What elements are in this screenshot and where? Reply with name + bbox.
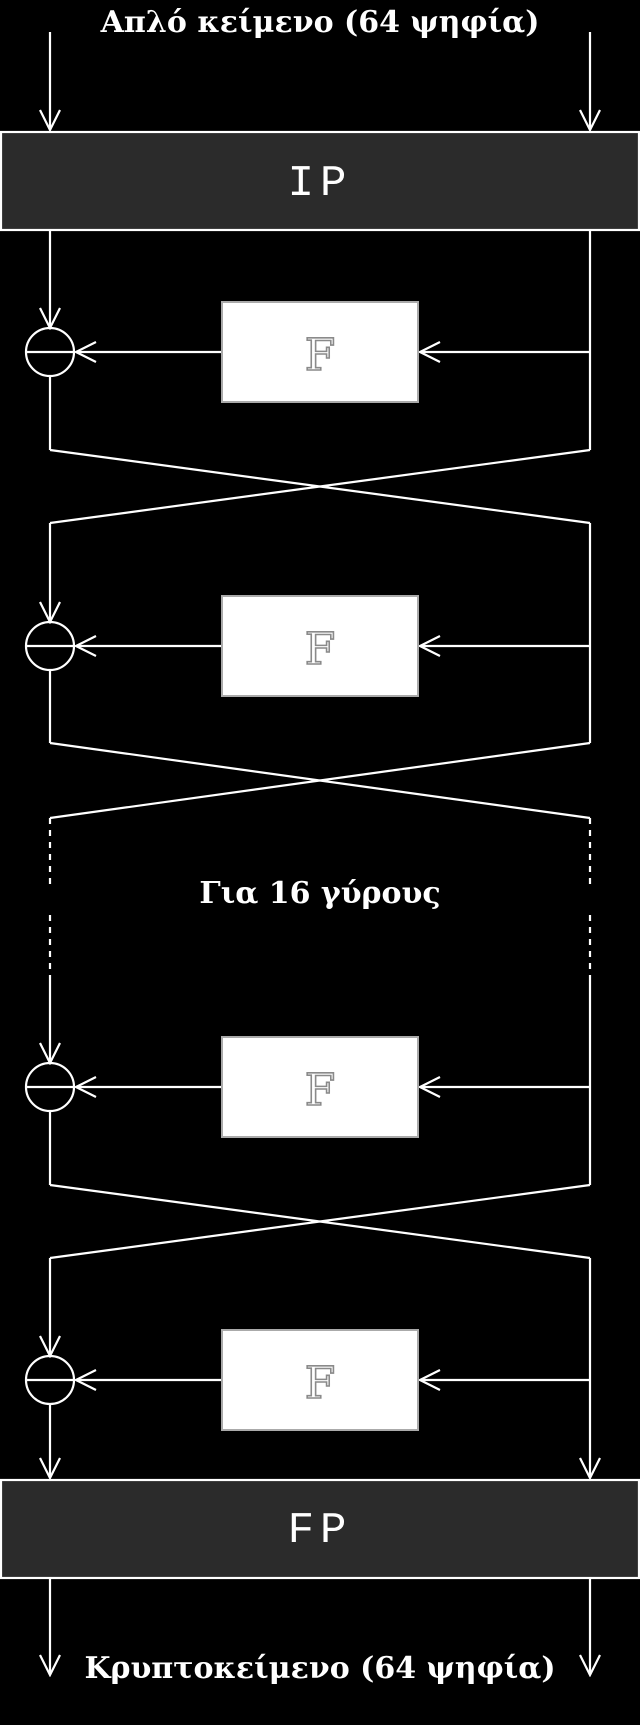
f-label: F [305,330,336,381]
crossover-wire [49,1183,591,1260]
crossover-wire [49,448,591,525]
fp-label: FP [288,1506,353,1556]
ip-box [0,130,640,232]
f-box-round-2 [221,595,419,697]
fp-box [0,1478,640,1580]
f-box-round-1 [221,301,419,403]
ciphertext-title: Κρυπτοκείμενο (64 ψηφία) [84,1651,555,1686]
plaintext-title: Απλό κείμενο (64 ψηφία) [100,5,540,40]
f-label: F [305,624,336,675]
f-box-round-15 [221,1036,419,1138]
f-label: F [305,1358,336,1409]
f-box-round-16 [221,1329,419,1431]
ip-label: IP [288,159,353,209]
f-label: F [305,1065,336,1116]
rounds-note: Για 16 γύρους [199,876,440,911]
crossover-wire [49,741,591,820]
